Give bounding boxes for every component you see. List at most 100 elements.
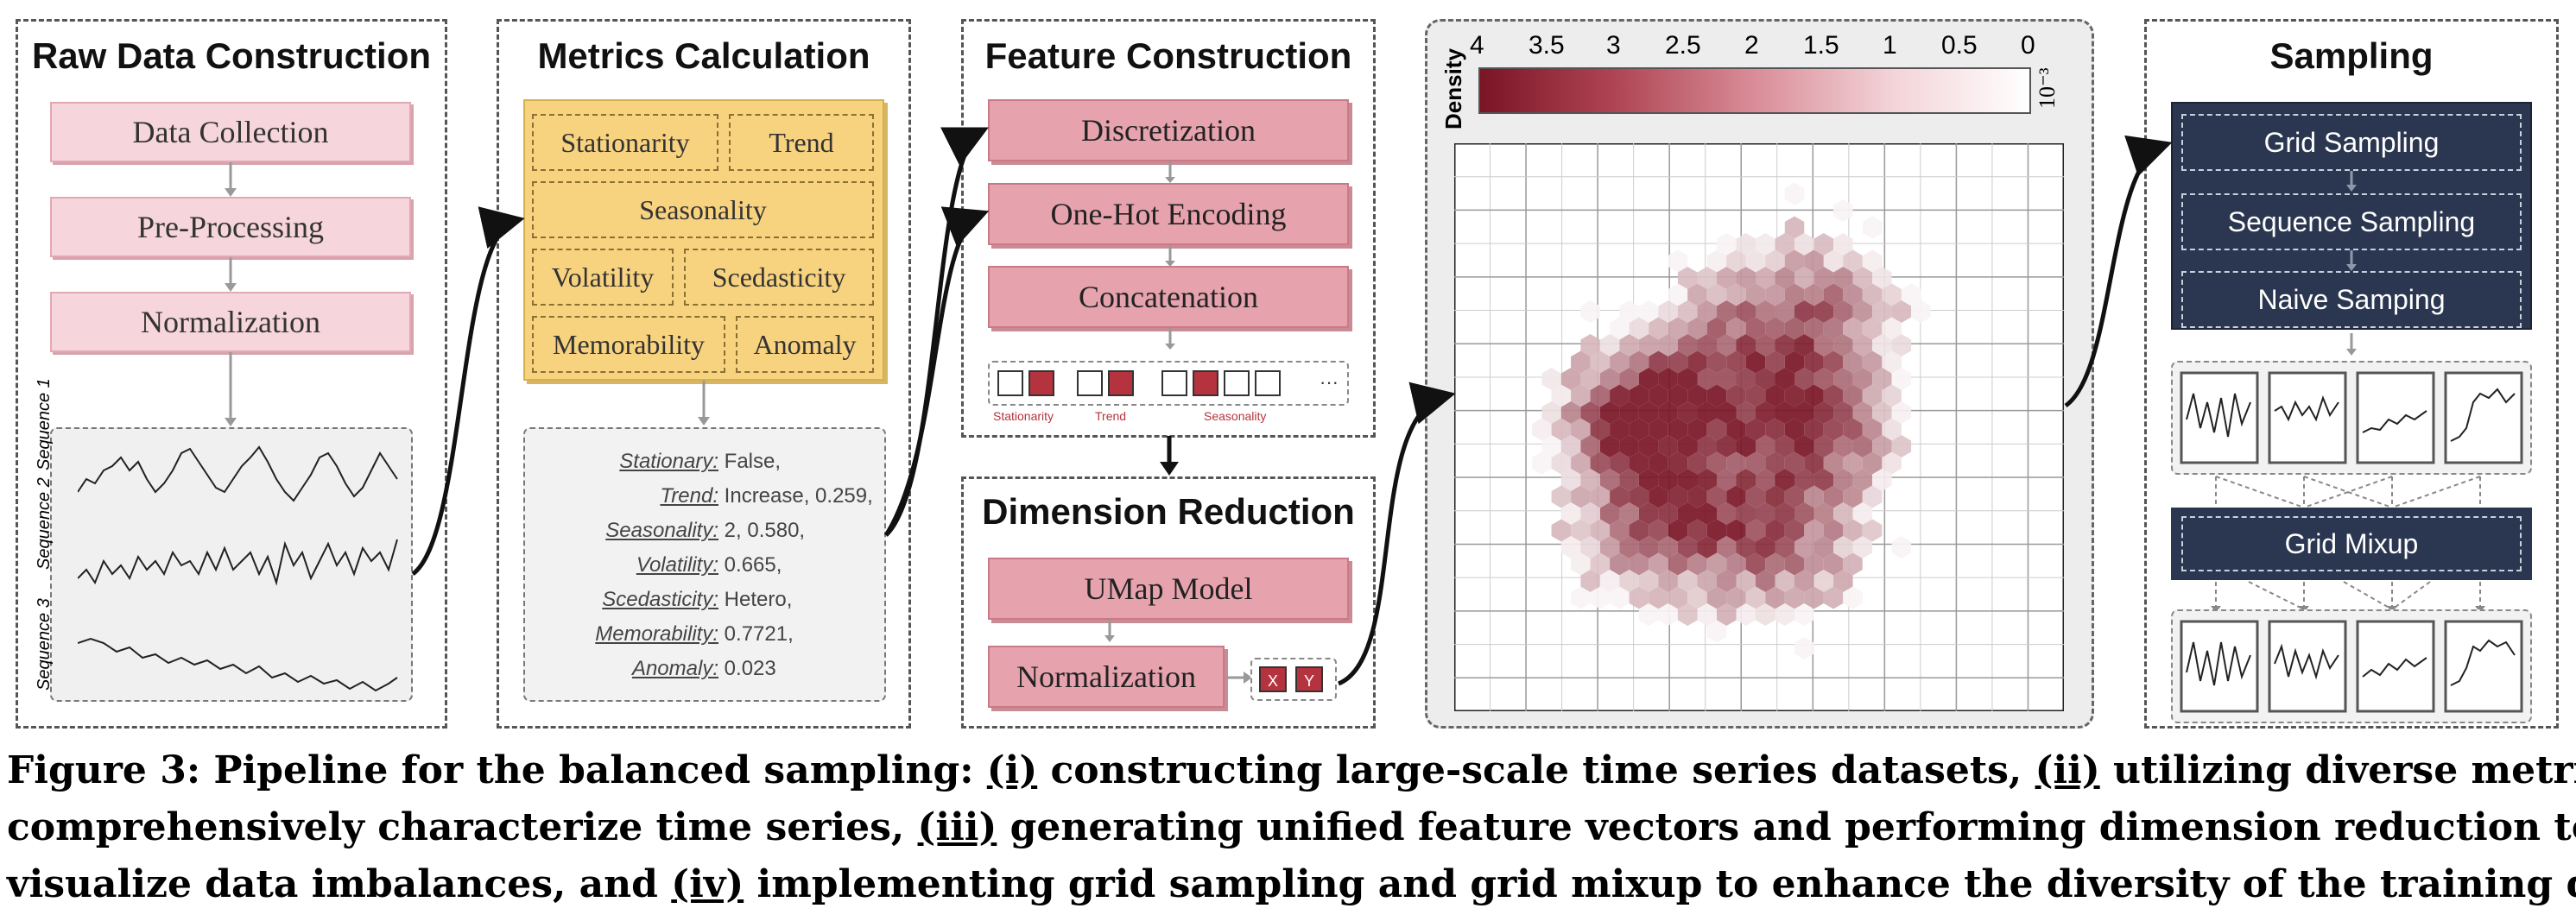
hexbin-cell: [1697, 502, 1717, 525]
hexbin-cell: [1891, 401, 1912, 424]
metrics-title: Metrics Calculation: [537, 35, 870, 76]
hexbin-cell: [1775, 300, 1794, 323]
sequence-sampling-method: Sequence Sampling: [2181, 193, 2522, 250]
hexbin-cell: [1804, 283, 1824, 306]
metric-anomaly: Anomaly: [736, 316, 874, 373]
hexbin-cell: [1658, 536, 1678, 558]
hexbin-cell: [1736, 536, 1756, 558]
hexbin-cell: [1745, 418, 1766, 441]
concatenation-step: Concatenation: [988, 266, 1349, 328]
hexbin-cell: [1687, 519, 1707, 542]
metric-row-seasonality: Seasonality: 2, 0.580,: [605, 519, 806, 542]
hexbin-cell: [1668, 249, 1688, 273]
hexbin-cell: [1804, 418, 1824, 441]
hexbin-cell: [1765, 586, 1785, 609]
hexbin-cell: [1619, 469, 1639, 491]
umap-model-step: UMap Model: [988, 558, 1349, 620]
hexbin-cell: [1872, 368, 1892, 390]
hexbin-cell: [1745, 552, 1766, 576]
hexbin-cell: [1833, 401, 1853, 424]
hexbin-cell: [1872, 401, 1892, 424]
hexbin-cell: [1765, 485, 1785, 508]
colorbar-ticks: 4 3.5 3 2.5 2 1.5 1 0.5 0: [1470, 31, 2035, 62]
hexbin-cell: [1852, 334, 1873, 356]
hexbin-cell: [1599, 334, 1620, 356]
hexbin-cell: [1649, 519, 1668, 542]
colorbar-tick-3: 3: [1606, 31, 1621, 60]
hexbin-cell: [1697, 603, 1717, 626]
hexbin-cell: [1736, 334, 1756, 356]
hexbin-cell: [1813, 300, 1834, 323]
hexbin-cell: [1882, 283, 1902, 306]
hexbin-cell: [1560, 502, 1581, 525]
hexbin-cell: [1697, 401, 1717, 424]
hexbin-cell: [1756, 570, 1775, 592]
hexbin-cell: [1590, 418, 1611, 441]
hexbin-cell: [1756, 603, 1775, 626]
hexbin-cell: [1775, 570, 1794, 592]
hexbin-cell: [1571, 350, 1591, 374]
hexbin-cell: [1745, 586, 1766, 609]
hexbin-cell: [1882, 317, 1902, 340]
hexbin-cell: [1765, 552, 1785, 576]
hexbin-cell: [1756, 469, 1775, 491]
hexbin-cell: [1794, 233, 1814, 255]
hexbin-cell: [1599, 435, 1620, 457]
hexbin-cell: [1794, 570, 1814, 592]
hexbin-cell: [1590, 586, 1611, 609]
hexbin-cell: [1804, 485, 1824, 508]
hexbin-cell: [1823, 586, 1844, 609]
hexbin-cell: [1649, 384, 1668, 407]
hexbin-cell: [1745, 485, 1766, 508]
hexbin-cell: [1717, 570, 1737, 592]
hexbin-cell: [1843, 283, 1863, 306]
hexbin-cell: [1862, 317, 1883, 340]
hexbin-cell: [1843, 317, 1863, 340]
hexbin-cell: [1580, 502, 1600, 525]
hexbin-cell: [1804, 384, 1824, 407]
dimred-normalization-step: Normalization: [988, 646, 1225, 708]
hexbin-cell: [1551, 418, 1572, 441]
hexbin-cell: [1794, 603, 1814, 626]
hexbin-cell: [1599, 502, 1620, 525]
hexbin-cell: [1668, 350, 1688, 374]
hexbin-cell: [1649, 586, 1668, 609]
marker-ii: (ii): [2035, 748, 2100, 792]
hexbin-cell: [1571, 586, 1591, 609]
data-collection-step: Data Collection: [50, 102, 411, 162]
hexbin-cell: [1794, 637, 1814, 659]
colorbar-tick-0: 0: [2021, 31, 2035, 60]
hexbin-cell: [1619, 570, 1639, 592]
sampling-to-thumbs-arrow: [2346, 333, 2357, 356]
hexbin-cell: [1571, 384, 1591, 407]
hexbin-cell: [1862, 216, 1883, 239]
hexbin-cell: [1813, 233, 1834, 255]
hexbin-cell: [1891, 300, 1912, 323]
hexbin-cell: [1765, 283, 1785, 306]
hexbin-cell: [1706, 586, 1727, 609]
hexbin-cell: [1658, 300, 1678, 323]
metric-scedasticity: Scedasticity: [684, 249, 874, 306]
hexbin-cell: [1619, 401, 1639, 424]
hexbin-cell: [1843, 249, 1863, 273]
hexbin-cell: [1891, 368, 1912, 390]
hexbin-cell: [1706, 451, 1727, 475]
hexbin-cell: [1571, 451, 1591, 475]
dimred-arrow: [1104, 620, 1115, 642]
hexbin-cell: [1658, 603, 1678, 626]
hexbin-cell: [1638, 536, 1659, 558]
hexbin-cell: [1717, 603, 1737, 626]
hexbin-cell: [1717, 267, 1737, 289]
hexbin-cell: [1794, 368, 1814, 390]
hexbin-cell: [1590, 485, 1611, 508]
hexbin-cell: [1649, 485, 1668, 508]
hexbin-cell: [1610, 451, 1630, 475]
hexbin-cell: [1658, 368, 1678, 390]
hexbin-cell: [1610, 418, 1630, 441]
hexbin-cell: [1862, 249, 1883, 273]
hexbin-cell: [1843, 418, 1863, 441]
hexbin-cell: [1823, 451, 1844, 475]
hexbin-cell: [1843, 384, 1863, 407]
hexbin-cell: [1862, 283, 1883, 306]
hexbin-cell: [1571, 485, 1591, 508]
